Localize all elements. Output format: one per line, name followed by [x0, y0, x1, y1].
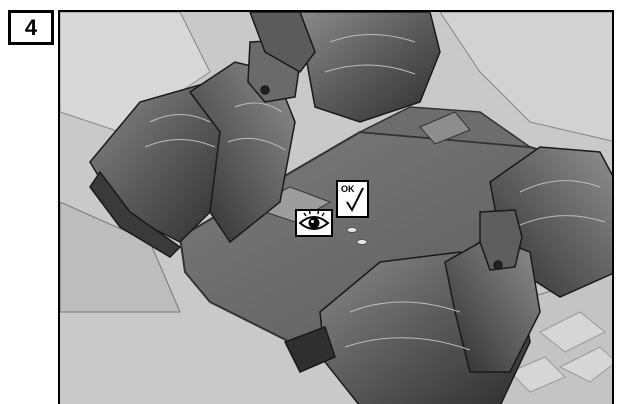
step-number: 4 [8, 10, 54, 45]
seat-floor-drawing [60, 12, 612, 404]
eye-icon [295, 209, 333, 237]
ok-label: OK [341, 184, 355, 194]
vehicle-interior-illustration: OK [58, 10, 614, 404]
ok-check-icon: OK [336, 180, 369, 218]
step-number-label: 4 [24, 14, 38, 40]
